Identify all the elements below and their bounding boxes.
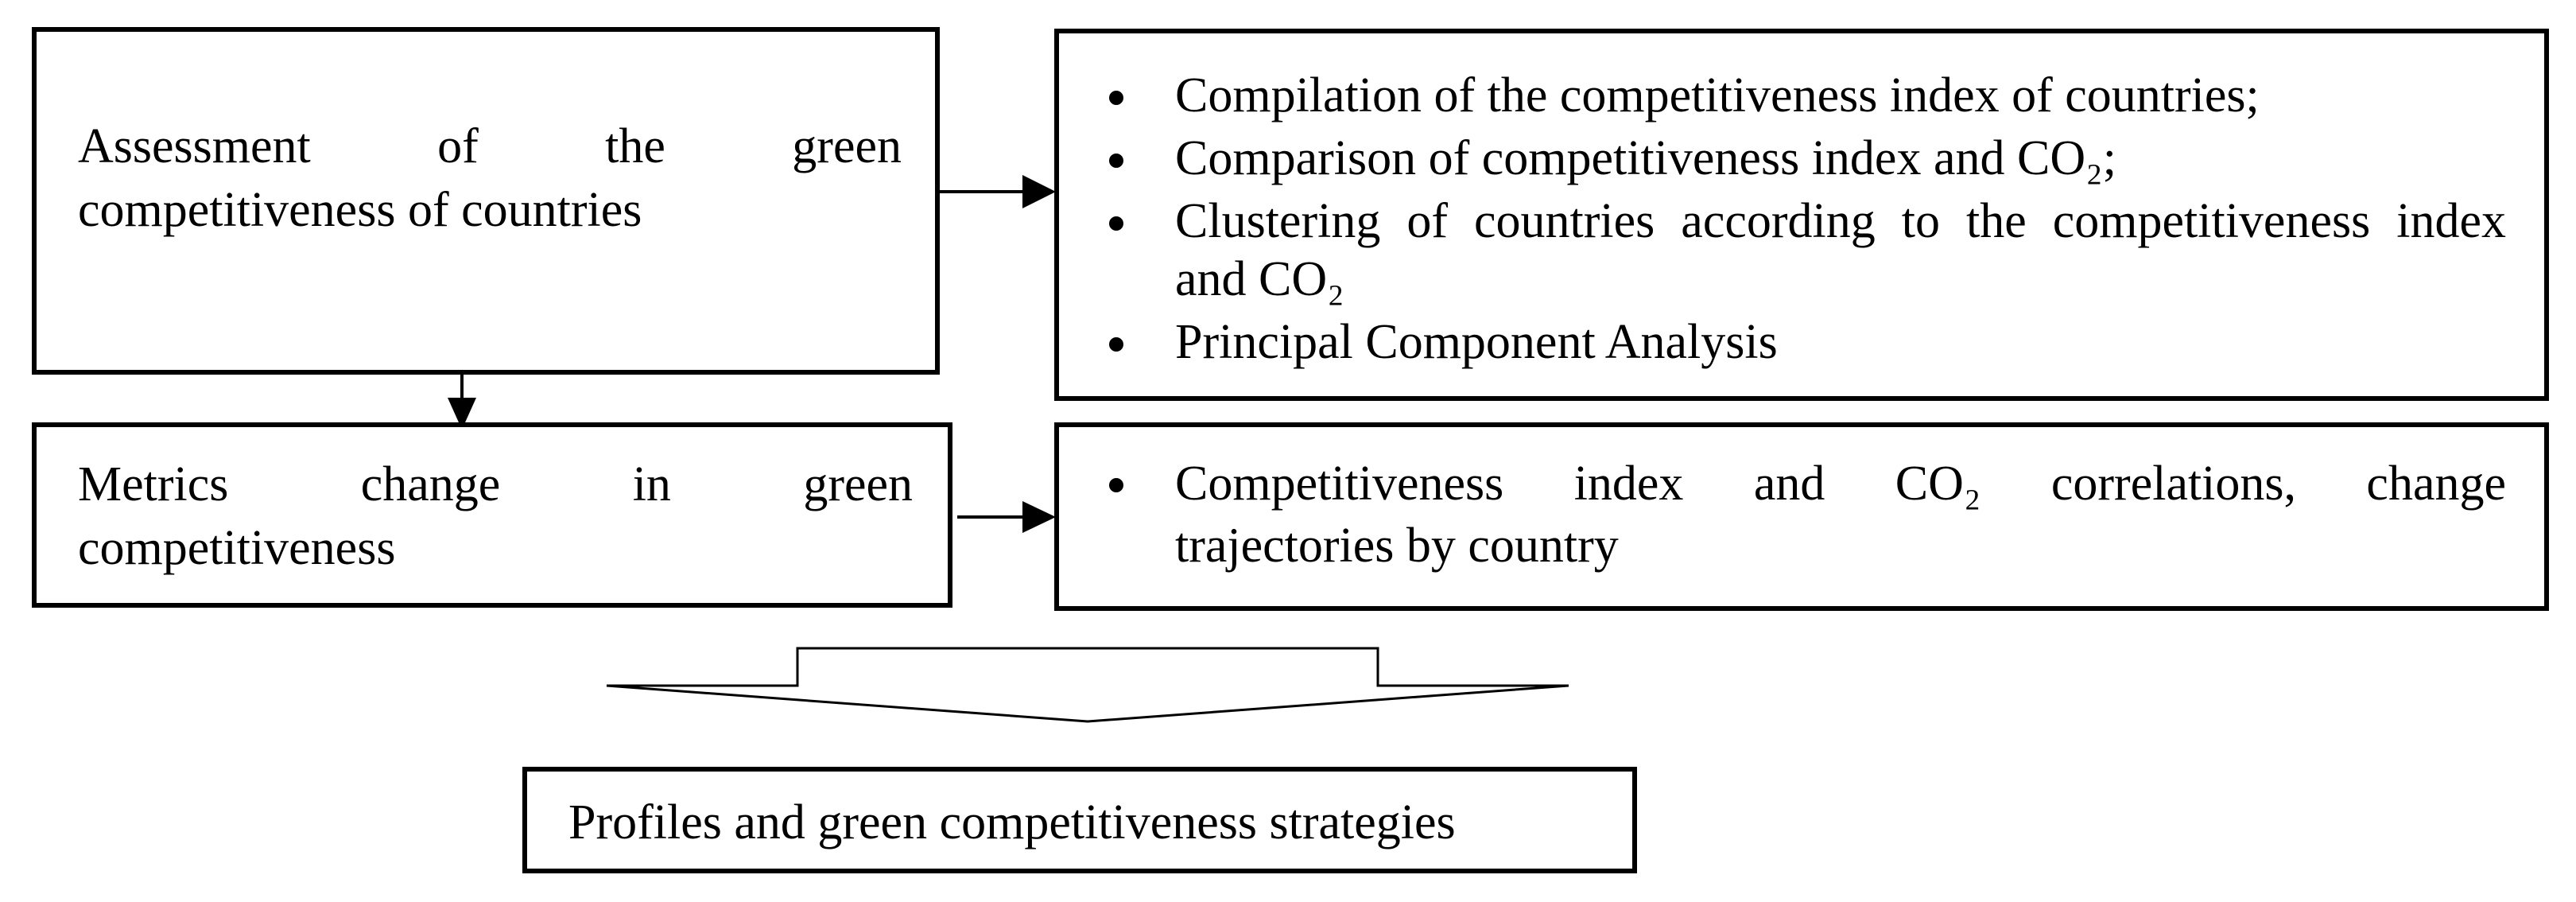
- bullet-icon: [1109, 478, 1123, 492]
- profiles-label: Profiles and green competitiveness strat…: [568, 795, 1456, 850]
- metrics-list: Competitiveness index and CO₂ correlatio…: [1109, 453, 2506, 577]
- assessment-label: Assessment of the green competitiveness …: [78, 115, 902, 242]
- list-item: Principal Component Analysis: [1109, 313, 2506, 371]
- metrics-label-line1: Metrics change in green: [78, 457, 913, 511]
- bullet-icon: [1109, 154, 1123, 168]
- list-item-text: Compilation of the competitiveness index…: [1175, 68, 2260, 122]
- metrics-label: Metrics change in green competitiveness: [78, 453, 913, 580]
- arrow-assessment-to-list: [937, 175, 1056, 208]
- list-item: Compilation of the competitiveness index…: [1109, 67, 2506, 125]
- list-item-text: Clustering of countries according to the…: [1175, 194, 2506, 248]
- profiles-box: Profiles and green competitiveness strat…: [522, 767, 1637, 873]
- list-item: Clustering of countries according to the…: [1109, 192, 2506, 309]
- bullet-icon: [1109, 337, 1123, 352]
- metrics-box: Metrics change in green competitiveness: [32, 422, 952, 608]
- list-item-text: and CO₂: [1175, 252, 1344, 306]
- bullet-icon: [1109, 216, 1123, 231]
- arrow-metrics-to-list: [957, 501, 1056, 533]
- list-item: Comparison of competitiveness index and …: [1109, 130, 2506, 188]
- bullet-icon: [1109, 91, 1123, 105]
- assessment-label-line1: Assessment of the green: [78, 119, 902, 173]
- assessment-label-line2: competitiveness of countries: [78, 183, 642, 237]
- arrow-assessment-to-metrics: [448, 374, 476, 430]
- merge-arrow: [606, 647, 1569, 723]
- list-item: Competitiveness index and CO₂ correlatio…: [1109, 453, 2506, 577]
- list-item-text: Comparison of competitiveness index and …: [1175, 131, 2116, 185]
- list-item-text: Principal Component Analysis: [1175, 315, 1778, 369]
- metrics-label-line2: competitiveness: [78, 521, 396, 575]
- assessment-list-box: Compilation of the competitiveness index…: [1054, 29, 2549, 401]
- assessment-box: Assessment of the green competitiveness …: [32, 27, 940, 375]
- assessment-list: Compilation of the competitiveness index…: [1109, 67, 2506, 371]
- metrics-list-box: Competitiveness index and CO₂ correlatio…: [1054, 422, 2549, 611]
- list-item-text: Competitiveness index and CO₂ correlatio…: [1175, 457, 2506, 511]
- list-item-text: trajectories by country: [1175, 519, 1619, 573]
